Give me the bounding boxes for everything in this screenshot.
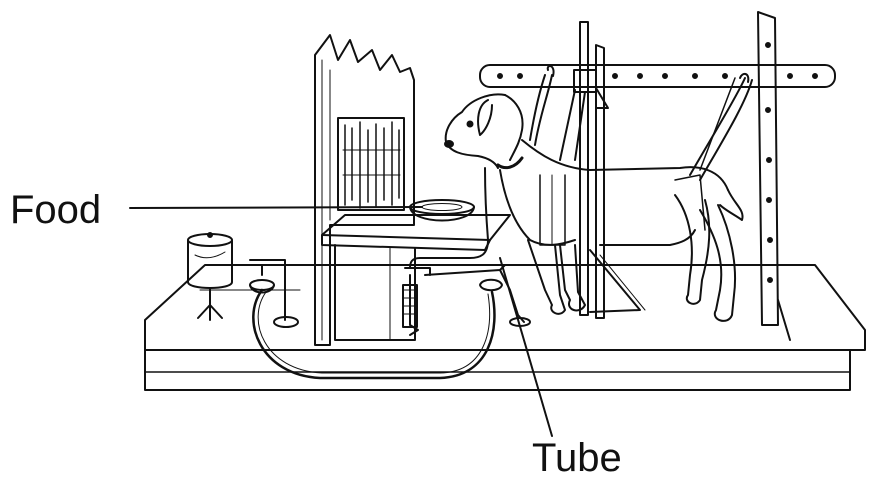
back-wall-panel (314, 34, 415, 346)
drum-recorder (187, 232, 299, 328)
food-label: Food (10, 188, 102, 232)
harness-straps (529, 65, 753, 246)
food-leader-line (129, 206, 423, 209)
saliva-tube (252, 239, 531, 380)
platform (144, 264, 866, 391)
wall-window (337, 117, 405, 211)
harness-frame (479, 11, 836, 341)
tube-leader-line (499, 257, 553, 437)
dog-figure (444, 93, 744, 322)
food-bowl (409, 199, 475, 222)
tube-label: Tube (532, 436, 622, 480)
